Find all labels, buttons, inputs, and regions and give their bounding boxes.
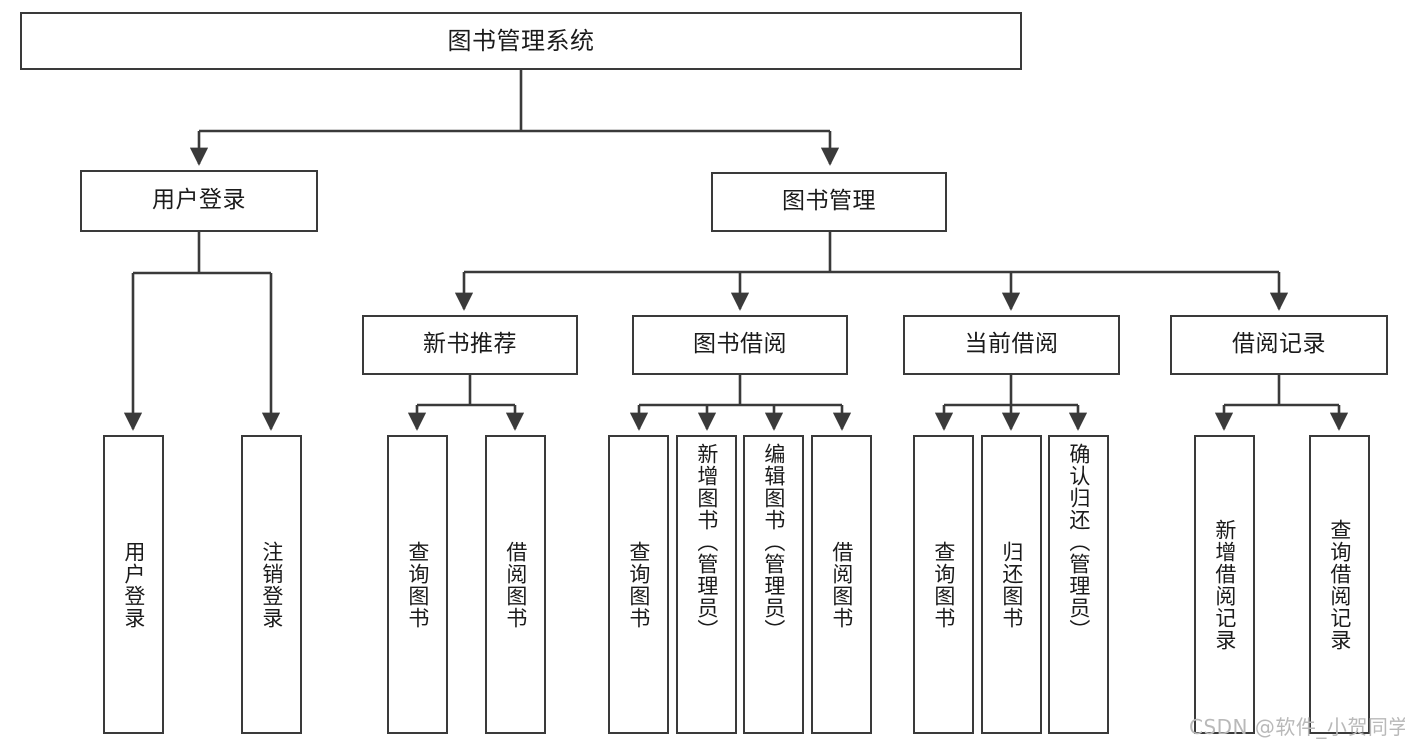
node-root-system[interactable]: 图书管理系统 — [20, 12, 1022, 70]
leaf-current-borrow-query[interactable]: 查询图书 — [913, 435, 974, 734]
leaf-current-borrow-confirm-label: 确认归还（管理员） — [1066, 443, 1091, 641]
node-current-borrow-label: 当前借阅 — [964, 331, 1059, 358]
leaf-book-borrow-borrow-label: 借阅图书 — [829, 540, 854, 629]
node-book-borrow-label: 图书借阅 — [693, 331, 787, 358]
leaf-book-borrow-borrow[interactable]: 借阅图书 — [811, 435, 872, 734]
leaf-new-book-borrow-label: 借阅图书 — [503, 540, 528, 629]
leaf-borrow-record-add-label: 新增借阅记录 — [1212, 518, 1237, 651]
leaf-borrow-record-query-label: 查询借阅记录 — [1327, 518, 1352, 651]
leaf-current-borrow-return-label: 归还图书 — [999, 540, 1024, 629]
leaf-book-borrow-add[interactable]: 新增图书（管理员） — [676, 435, 737, 734]
node-root-label: 图书管理系统 — [447, 26, 595, 55]
leaf-current-borrow-query-label: 查询图书 — [931, 540, 956, 629]
node-current-borrow[interactable]: 当前借阅 — [903, 315, 1120, 375]
leaf-borrow-record-query[interactable]: 查询借阅记录 — [1309, 435, 1370, 734]
node-book-management-label: 图书管理 — [782, 188, 876, 215]
node-new-book-recommend[interactable]: 新书推荐 — [362, 315, 578, 375]
leaf-current-borrow-return[interactable]: 归还图书 — [981, 435, 1042, 734]
leaf-user-login-signout-label: 注销登录 — [259, 540, 284, 629]
node-user-login-label: 用户登录 — [152, 187, 246, 214]
leaf-book-borrow-add-label: 新增图书（管理员） — [694, 443, 719, 641]
leaf-borrow-record-add[interactable]: 新增借阅记录 — [1194, 435, 1255, 734]
leaf-user-login-signout[interactable]: 注销登录 — [241, 435, 302, 734]
node-borrow-record[interactable]: 借阅记录 — [1170, 315, 1388, 375]
node-book-borrow[interactable]: 图书借阅 — [632, 315, 848, 375]
leaf-book-borrow-edit-label: 编辑图书（管理员） — [761, 443, 786, 641]
leaf-user-login-signin[interactable]: 用户登录 — [103, 435, 164, 734]
node-new-book-recommend-label: 新书推荐 — [423, 331, 517, 358]
leaf-book-borrow-query[interactable]: 查询图书 — [608, 435, 669, 734]
watermark-text: CSDN @软件_小贺同学 — [1189, 715, 1405, 739]
leaf-new-book-borrow[interactable]: 借阅图书 — [485, 435, 546, 734]
node-user-login[interactable]: 用户登录 — [80, 170, 318, 232]
leaf-new-book-query[interactable]: 查询图书 — [387, 435, 448, 734]
leaf-new-book-query-label: 查询图书 — [405, 540, 430, 629]
leaf-book-borrow-query-label: 查询图书 — [626, 540, 651, 629]
node-book-management[interactable]: 图书管理 — [711, 172, 947, 232]
node-borrow-record-label: 借阅记录 — [1232, 331, 1326, 358]
leaf-book-borrow-edit[interactable]: 编辑图书（管理员） — [743, 435, 804, 734]
leaf-current-borrow-confirm[interactable]: 确认归还（管理员） — [1048, 435, 1109, 734]
leaf-user-login-signin-label: 用户登录 — [121, 540, 146, 629]
